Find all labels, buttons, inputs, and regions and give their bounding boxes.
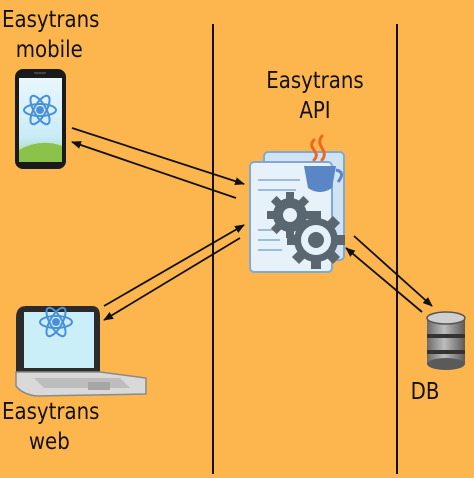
smartphone-react-icon [15, 69, 66, 169]
api-label-line1: Easytrans [266, 68, 364, 94]
api-label-line2: API [299, 98, 331, 124]
arrow-api-to-mobile [71, 141, 237, 199]
laptop-react-icon [15, 306, 147, 397]
arrow-api-to-db [353, 235, 433, 307]
arrow-web-to-api [103, 224, 245, 307]
web-label-line1: Easytrans [2, 399, 100, 425]
arrow-api-to-web [103, 237, 241, 321]
database-icon [426, 311, 466, 370]
java-document-gears-icon [249, 134, 345, 273]
api-label: Easytrans API [259, 66, 371, 126]
web-label: Easytrans web [2, 397, 100, 457]
mobile-label-line2: mobile [15, 37, 83, 63]
arrow-mobile-to-api [71, 127, 245, 186]
mobile-label: Easytrans mobile [2, 5, 100, 65]
db-label: DB [410, 379, 440, 405]
mobile-label-line1: Easytrans [2, 7, 100, 33]
arrow-db-to-api [345, 247, 423, 313]
web-label-line2: web [28, 429, 70, 455]
